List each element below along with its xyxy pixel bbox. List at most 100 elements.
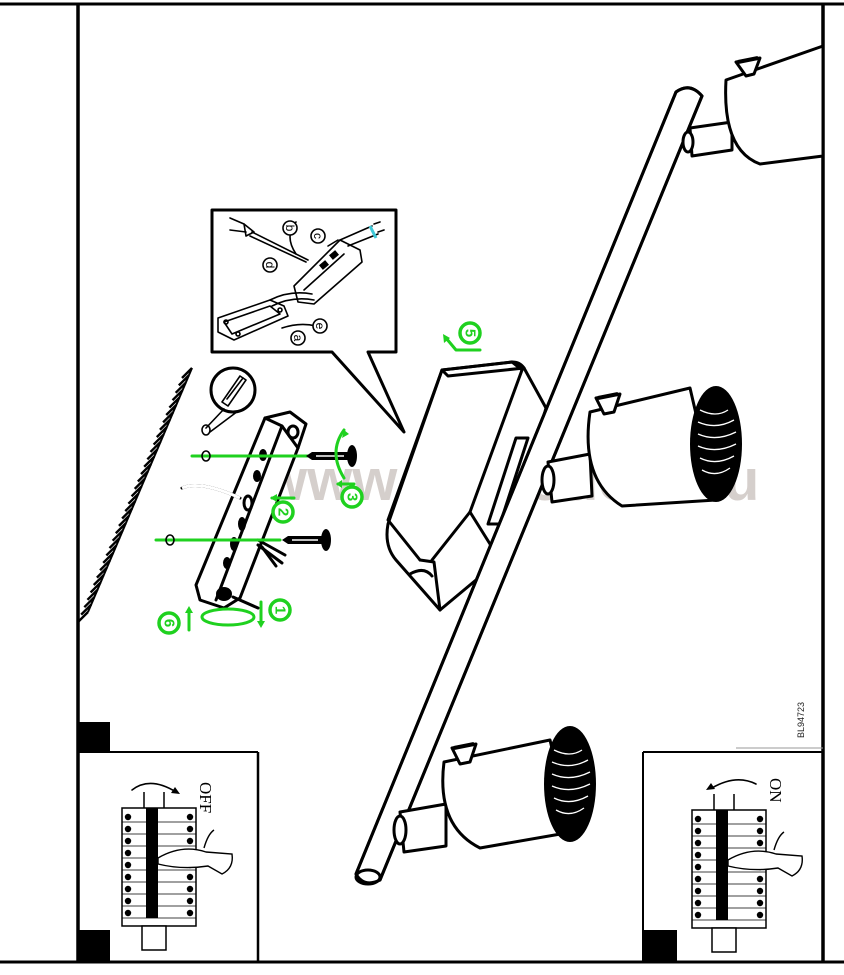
svg-text:1: 1 (272, 606, 289, 614)
hatch-line (99, 559, 111, 572)
terminal-screw (756, 827, 764, 835)
terminal-screw (186, 909, 194, 917)
hatch-line (162, 411, 174, 424)
svg-text:3: 3 (344, 493, 361, 501)
terminal-screw (694, 875, 702, 883)
terminal-screw (124, 813, 132, 821)
terminal-screw (186, 897, 194, 905)
spotlight-lens-bottom (544, 726, 596, 842)
letter-badge-a: a (290, 330, 306, 346)
product-code: BL94723 (796, 702, 806, 738)
breaker-strip (716, 810, 728, 920)
corner-marker (78, 930, 110, 962)
wall-plug-callout (201, 366, 257, 436)
ceiling-surface-hatch (77, 367, 193, 623)
spotlight-bottom (392, 726, 596, 854)
hatch-line (159, 418, 171, 431)
hatch-line (77, 611, 89, 623)
hatch-line (165, 404, 178, 416)
svg-text:5: 5 (462, 329, 479, 337)
hatch-line (105, 544, 118, 557)
corner-marker (78, 722, 110, 752)
terminal-screw (694, 911, 702, 919)
svg-text:d: d (263, 262, 277, 269)
terminal-screw (694, 863, 702, 871)
terminal-screw (186, 837, 194, 845)
letter-badge-b: b (282, 220, 298, 236)
hatch-line (140, 463, 152, 475)
spotlight-middle (540, 386, 742, 508)
screwdriver-icon (229, 217, 309, 263)
step-badge-3: 3 (340, 485, 364, 509)
hatch-line (149, 441, 162, 453)
lens-ribs-bottom (551, 749, 591, 815)
terminal-screw (694, 827, 702, 835)
terminal-screw (124, 897, 132, 905)
hatch-baseline (87, 367, 193, 613)
terminal-screw (694, 839, 702, 847)
terminal-screw (124, 873, 132, 881)
hatch-line (171, 389, 184, 402)
svg-text:a: a (291, 335, 305, 342)
hatch-line (146, 448, 159, 461)
rail-end-cap (354, 868, 382, 886)
hatch-line (121, 507, 133, 520)
step-badge-1: 1 (268, 598, 292, 622)
rotate-arrow-on (711, 779, 757, 789)
letter-badge-d: d (262, 257, 278, 273)
hatch-line (177, 374, 190, 387)
terminal-screw (756, 887, 764, 895)
hatch-line (96, 566, 108, 579)
hatch-line (137, 470, 149, 483)
terminal-screw (186, 885, 194, 893)
hand-icon (727, 850, 803, 877)
hatch-line (92, 574, 105, 586)
hatch-line (118, 515, 130, 527)
off-label: OFF (196, 782, 215, 813)
letter-badge-c: c (310, 228, 326, 244)
terminal-screw (694, 899, 702, 907)
screw-lower-icon (282, 529, 331, 551)
hatch-line (108, 537, 121, 549)
terminal-block-icon (293, 221, 385, 305)
corner-marker (643, 930, 677, 962)
hatch-line (127, 492, 140, 505)
terminal-screw (124, 909, 132, 917)
terminal-screw (756, 899, 764, 907)
terminal-screw (124, 837, 132, 845)
hatch-line (155, 426, 168, 439)
hatch-line (83, 596, 96, 609)
hatch-line (102, 551, 115, 564)
svg-text:b: b (283, 225, 297, 232)
terminal-screw (756, 815, 764, 823)
spotlight-lens-middle (690, 386, 742, 502)
rotate-arrow-off (131, 782, 177, 793)
step-badge-5: 5 (458, 321, 482, 345)
hatch-line (114, 522, 127, 535)
spotlight-rail (354, 86, 704, 886)
wiring-callout: a b c d e (210, 208, 406, 434)
bracket-screw-head (216, 587, 232, 601)
terminal-screw (694, 851, 702, 859)
svg-text:6: 6 (161, 619, 178, 627)
terminal-screw (186, 825, 194, 833)
terminal-screw (756, 911, 764, 919)
terminal-screw (186, 873, 194, 881)
hatch-line (111, 529, 124, 542)
terminal-screw (124, 885, 132, 893)
step-badge-6: 6 (157, 611, 181, 635)
ceiling-canopy (385, 360, 548, 612)
spotlight-top (681, 44, 825, 166)
letter-badge-e: e (312, 318, 328, 334)
base-plate-icon (217, 292, 315, 341)
hatch-line (89, 581, 102, 594)
hatch-line (86, 588, 99, 601)
breaker-panel-icon (121, 792, 233, 951)
rotate-arrow-bracket (200, 607, 256, 627)
cable-wires (256, 538, 287, 568)
svg-text:c: c (311, 233, 325, 239)
breaker-panel-icon (691, 794, 803, 953)
terminal-screw (124, 825, 132, 833)
